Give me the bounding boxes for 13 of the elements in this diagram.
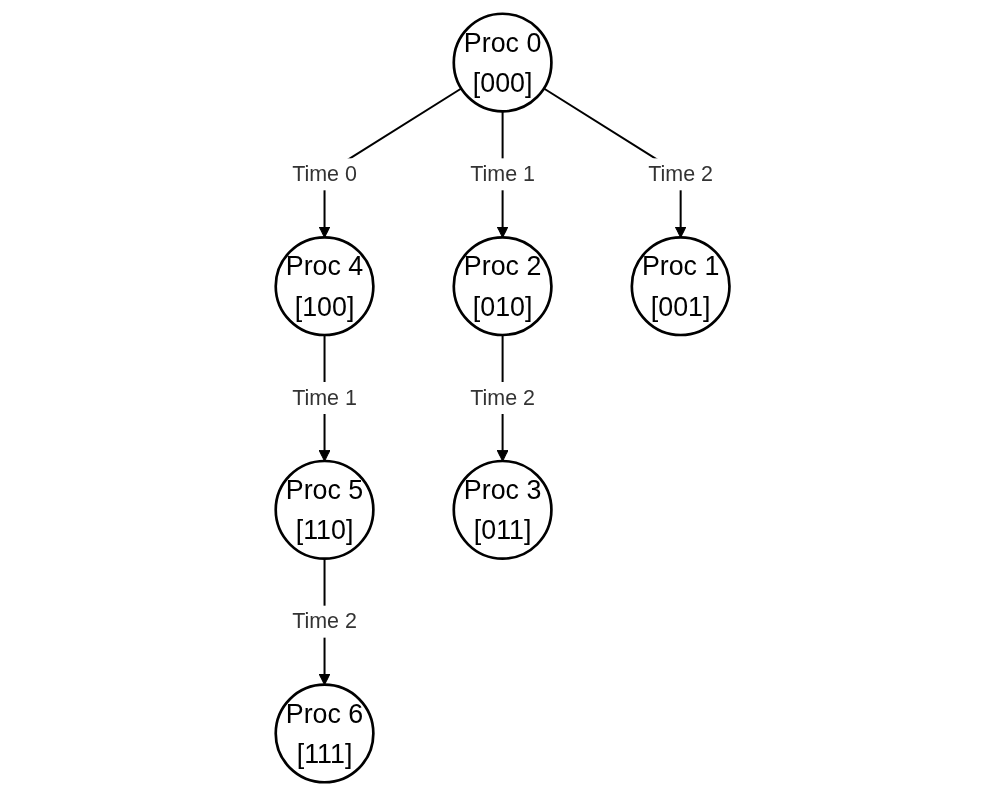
edge-label: Time 0 (292, 161, 357, 185)
edge-label: Time 1 (292, 385, 357, 409)
node-circle: Proc 2 [010] (452, 235, 553, 336)
node-circle: Proc 5 [110] (274, 459, 375, 560)
node-circle: Proc 1 [001] (630, 235, 731, 336)
node-circle: Proc 0 [000] (452, 11, 553, 113)
edge-label: Time 2 (470, 385, 535, 409)
node-circle: Proc 3 [011] (452, 459, 553, 560)
node-circle: Proc 4 [100] (274, 235, 375, 336)
edge-label: Time 1 (470, 161, 535, 185)
node-circle: Proc 6 [111] (274, 682, 375, 784)
edge-label: Time 2 (648, 161, 713, 185)
edge-label: Time 2 (292, 609, 357, 632)
